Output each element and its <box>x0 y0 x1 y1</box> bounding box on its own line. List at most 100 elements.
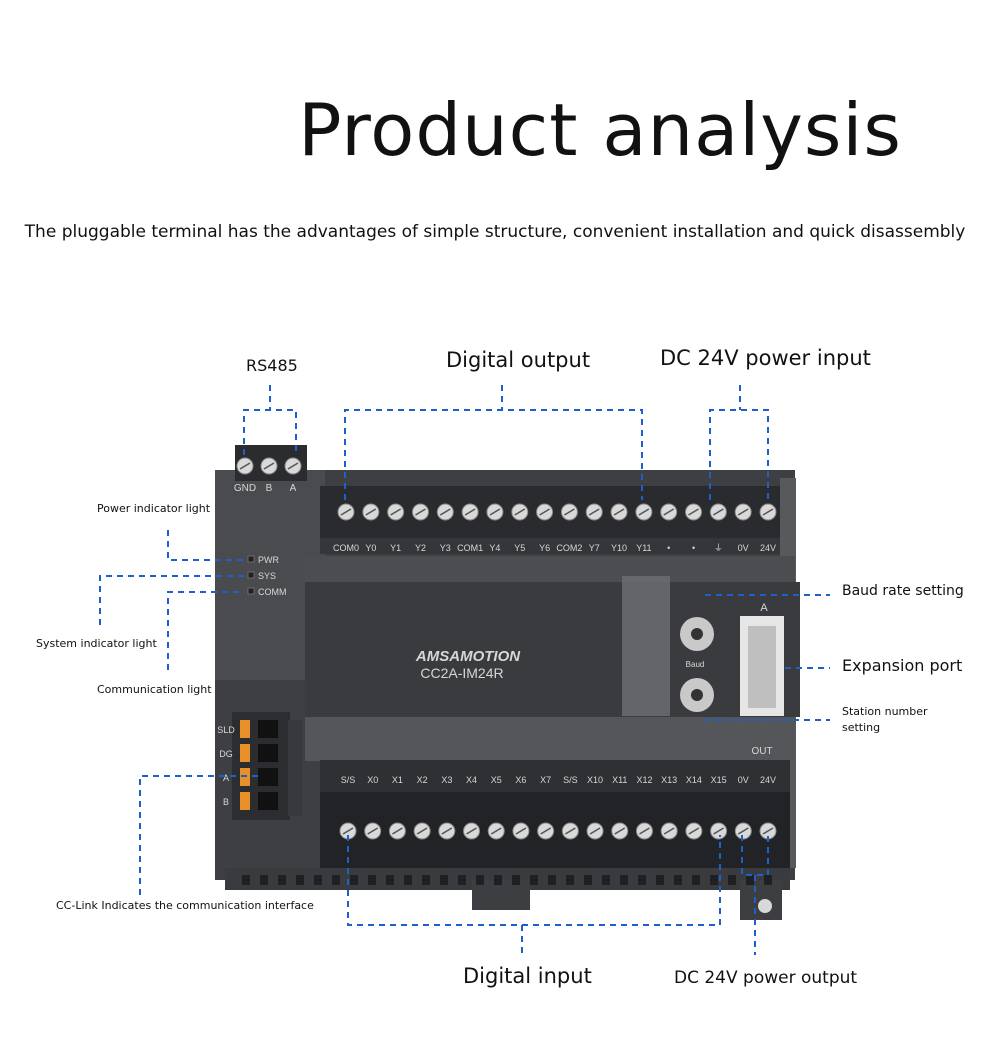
vent-slot <box>458 875 466 885</box>
terminal-screw <box>611 822 629 840</box>
cclink-release-tab <box>240 720 250 738</box>
callout-lines <box>99 385 830 955</box>
terminal-screw <box>364 822 382 840</box>
cclink-pin-label: DG <box>219 749 233 759</box>
vent-slot <box>728 875 736 885</box>
cclink-pin-label: B <box>223 797 229 807</box>
bottom-terminal-label: S/S <box>563 775 578 785</box>
bottom-terminal-label: X1 <box>392 775 403 785</box>
top-terminal-label: Y7 <box>589 543 600 553</box>
led-indicator <box>247 555 255 563</box>
terminal-screw <box>461 503 479 521</box>
terminal-screw <box>585 503 603 521</box>
vent-slot <box>242 875 250 885</box>
terminal-screw <box>413 822 431 840</box>
expansion-label: A <box>760 602 768 614</box>
vent-slot <box>386 875 394 885</box>
terminal-screw <box>734 503 752 521</box>
dc24v-input-label: DC 24V power input <box>660 346 871 370</box>
terminal-screw <box>635 822 653 840</box>
baud-label: Baud <box>686 660 705 669</box>
brand-logo: AMSAMOTION <box>415 648 521 665</box>
top-terminal-label: Y6 <box>539 543 550 553</box>
vent-slot <box>404 875 412 885</box>
rs485-label: RS485 <box>246 356 298 375</box>
bottom-terminal-label: X11 <box>612 775 627 785</box>
vent-slot <box>584 875 592 885</box>
bottom-terminal-label: X7 <box>540 775 551 785</box>
page-title: Product analysis <box>298 88 902 172</box>
terminal-screw <box>260 457 278 475</box>
vent-slot <box>296 875 304 885</box>
page-subtitle: The pluggable terminal has the advantage… <box>24 222 966 242</box>
terminal-screw <box>685 503 703 521</box>
terminal-screw <box>759 503 777 521</box>
terminal-screw <box>486 503 504 521</box>
terminal-screw <box>536 503 554 521</box>
cclink-release-tab <box>240 744 250 762</box>
terminal-screw <box>537 822 555 840</box>
top-terminal-label: Y4 <box>489 543 500 553</box>
terminal-screw <box>710 822 728 840</box>
vent-slot <box>692 875 700 885</box>
terminal-screw <box>685 822 703 840</box>
terminal-screw <box>511 503 529 521</box>
vent-slot <box>710 875 718 885</box>
cclink-pin-label: A <box>223 773 229 783</box>
bottom-terminal-label: X4 <box>466 775 477 785</box>
cclink-slot <box>258 744 278 762</box>
led-indicator <box>247 587 255 595</box>
top-terminal-label: • <box>692 543 695 553</box>
vent-slot <box>566 875 574 885</box>
vent-slots <box>242 875 772 885</box>
led-label: SYS <box>258 571 276 581</box>
bottom-terminal-label: X6 <box>515 775 526 785</box>
top-terminal-label: ⏚ <box>714 543 723 553</box>
top-terminal-label: 0V <box>738 543 749 553</box>
led-indicator <box>247 571 255 579</box>
vent-slot <box>314 875 322 885</box>
vent-slot <box>440 875 448 885</box>
terminal-screw <box>660 822 678 840</box>
vent-slot <box>350 875 358 885</box>
cclink-slot <box>258 792 278 810</box>
cclink-release-tab <box>240 792 250 810</box>
bottom-terminal-label: X2 <box>417 775 428 785</box>
system-indicator-label: System indicator light <box>36 637 157 650</box>
expansion-port-label: Expansion port <box>842 656 963 675</box>
communication-light-label: Communication light <box>97 683 212 696</box>
bottom-terminal-label: X3 <box>441 775 452 785</box>
bottom-terminal-label: X10 <box>587 775 603 785</box>
top-terminal-label: Y3 <box>440 543 451 553</box>
vent-slot <box>674 875 682 885</box>
bottom-terminal-label: X0 <box>367 775 378 785</box>
rs485-pin-label: GND <box>234 483 256 494</box>
vent-slot <box>620 875 628 885</box>
terminal-screw <box>487 822 505 840</box>
digital-input-label: Digital input <box>463 964 592 988</box>
rs485-pin-label: B <box>266 483 273 494</box>
bottom-terminal-label: 0V <box>738 775 749 785</box>
terminal-screw <box>388 822 406 840</box>
vent-slot <box>332 875 340 885</box>
top-terminal-label: COM2 <box>556 543 582 553</box>
bottom-terminal-label: 24V <box>760 775 776 785</box>
top-terminal-label: • <box>667 543 670 553</box>
top-terminal-label: Y1 <box>390 543 401 553</box>
bottom-terminal-label: X12 <box>636 775 652 785</box>
vent-slot <box>512 875 520 885</box>
top-terminal-label: Y10 <box>611 543 627 553</box>
terminal-screw <box>438 822 456 840</box>
terminal-screw <box>586 822 604 840</box>
power-indicator-label: Power indicator light <box>97 502 211 515</box>
vent-slot <box>422 875 430 885</box>
digital-output-label: Digital output <box>446 348 591 372</box>
vent-slot <box>638 875 646 885</box>
vent-slot <box>746 875 754 885</box>
top-terminal-label: COM0 <box>333 543 359 553</box>
station-number-label: Station number setting <box>842 705 928 734</box>
terminal-screw <box>362 503 380 521</box>
